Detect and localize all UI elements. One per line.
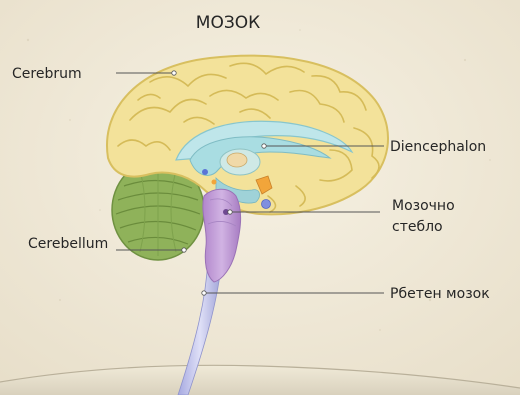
label-diencephalon: Diencephalon [390, 139, 486, 155]
label-cerebrum: Cerebrum [12, 66, 82, 82]
leader-dot-cerebellum [182, 248, 186, 252]
label-cerebellum: Cerebellum [28, 236, 108, 252]
leader-dot-cerebrum [172, 71, 176, 75]
leader-dot-brainstem [228, 210, 232, 214]
label-brainstem-line1: Мозочно [392, 198, 455, 214]
leader-dot-diencephalon [262, 144, 266, 148]
label-brainstem-line2: стебло [392, 219, 443, 235]
diagram-title: МОЗОК [196, 13, 260, 33]
leader-dot-spinal-cord [202, 291, 206, 295]
label-spinal-cord: Рбетен мозок [390, 286, 490, 302]
